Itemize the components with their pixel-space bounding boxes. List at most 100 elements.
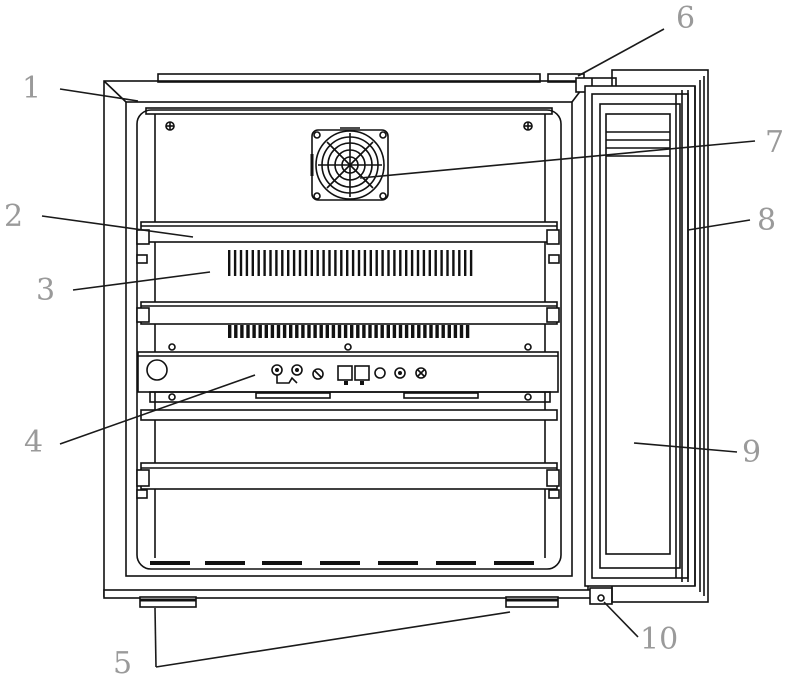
grille-slot [410,250,414,276]
callout-7: 7 [765,125,784,160]
grille-slot [452,250,455,276]
leader-8 [687,219,751,231]
grille-slot [387,250,390,276]
grille-slot [375,250,378,276]
knob-icon [146,359,168,381]
hinge-bottom [589,587,613,605]
grille-slot [270,325,275,338]
control-panel [137,343,559,403]
grille-slot [234,325,238,338]
grille-slot [258,325,262,338]
grille-slot [337,325,342,338]
grille-slot [228,325,232,338]
leader-9 [633,442,738,453]
grille-slot [464,250,467,276]
grille-slot [447,325,451,338]
grille-slot [422,250,426,276]
grille-slot [368,325,372,338]
grille-slot [316,250,319,276]
grille-slot [295,325,299,338]
grille-slot [245,250,249,276]
leader-7 [359,140,756,179]
leader-2 [41,215,194,238]
grille-slot [469,250,473,276]
grille-slot [264,325,268,338]
grille-slot [304,250,308,276]
grille-slot [362,325,366,338]
grille-slot [465,325,470,338]
shelf-upper [136,221,560,264]
grille-slot [233,250,237,276]
grille-slot [322,250,325,276]
grille-slot [434,250,437,276]
callout-4: 4 [24,425,43,460]
grille-slot [363,250,367,276]
shelf-middle [136,301,560,325]
grille-slot [458,250,461,276]
screw-top-left [165,121,175,131]
grille-slot [246,325,250,338]
grille-slot [343,325,348,338]
grille-slot [441,325,445,338]
callout-2: 2 [4,199,23,234]
grille-slot [381,250,384,276]
grille-slot [423,325,427,338]
grille-slot [346,250,349,276]
shelf-lower [136,409,560,499]
leader-3 [72,271,211,291]
grille-slot [453,325,458,338]
leader-6 [577,28,665,77]
grille-slot [357,250,361,276]
glass-door [584,69,709,603]
grille-slot [282,325,287,338]
grille-slot [386,325,390,338]
grille-slot [374,325,378,338]
grille-slot [356,325,360,338]
callout-1: 1 [22,71,41,106]
leader-5a [154,607,157,668]
grille-slot [429,325,433,338]
callout-9: 9 [742,435,761,470]
grille-slot [328,250,331,276]
cabinet [103,73,605,608]
grille-slot [393,250,396,276]
vent-grille [228,250,473,276]
grille-slot [313,325,317,338]
grille-slot [228,250,231,276]
grille-slot [310,250,313,276]
grille-slot [252,325,256,338]
grille-slot [239,250,243,276]
grille-slot [399,250,402,276]
grille-slot [276,325,281,338]
grille-slot [251,250,254,276]
leader-10 [603,601,639,638]
grille-slot [307,325,311,338]
grille-slot [287,250,290,276]
grille-slot [292,250,296,276]
grille-slot [398,325,403,338]
grille-slot [435,325,439,338]
feet [139,596,559,608]
grille-slot [428,250,431,276]
leader-1 [59,88,139,102]
bottom-ribs [150,561,534,565]
grille-slot [240,325,244,338]
grille-slot [281,250,284,276]
grille-slot [416,250,420,276]
grille-slot [417,325,421,338]
socket-icon [337,365,427,385]
grille-slot [459,325,464,338]
callout-8: 8 [757,203,776,238]
grille-slot [340,250,343,276]
grille-slot [257,250,260,276]
fan-icon [310,127,389,201]
grille-slot [392,325,397,338]
grille-slot [405,250,408,276]
grille-slot [301,325,305,338]
leader-lines [41,28,756,668]
grille-slot [369,250,372,276]
grille-slot [411,325,415,338]
grille-slot [298,250,302,276]
grille-slot [319,325,323,338]
